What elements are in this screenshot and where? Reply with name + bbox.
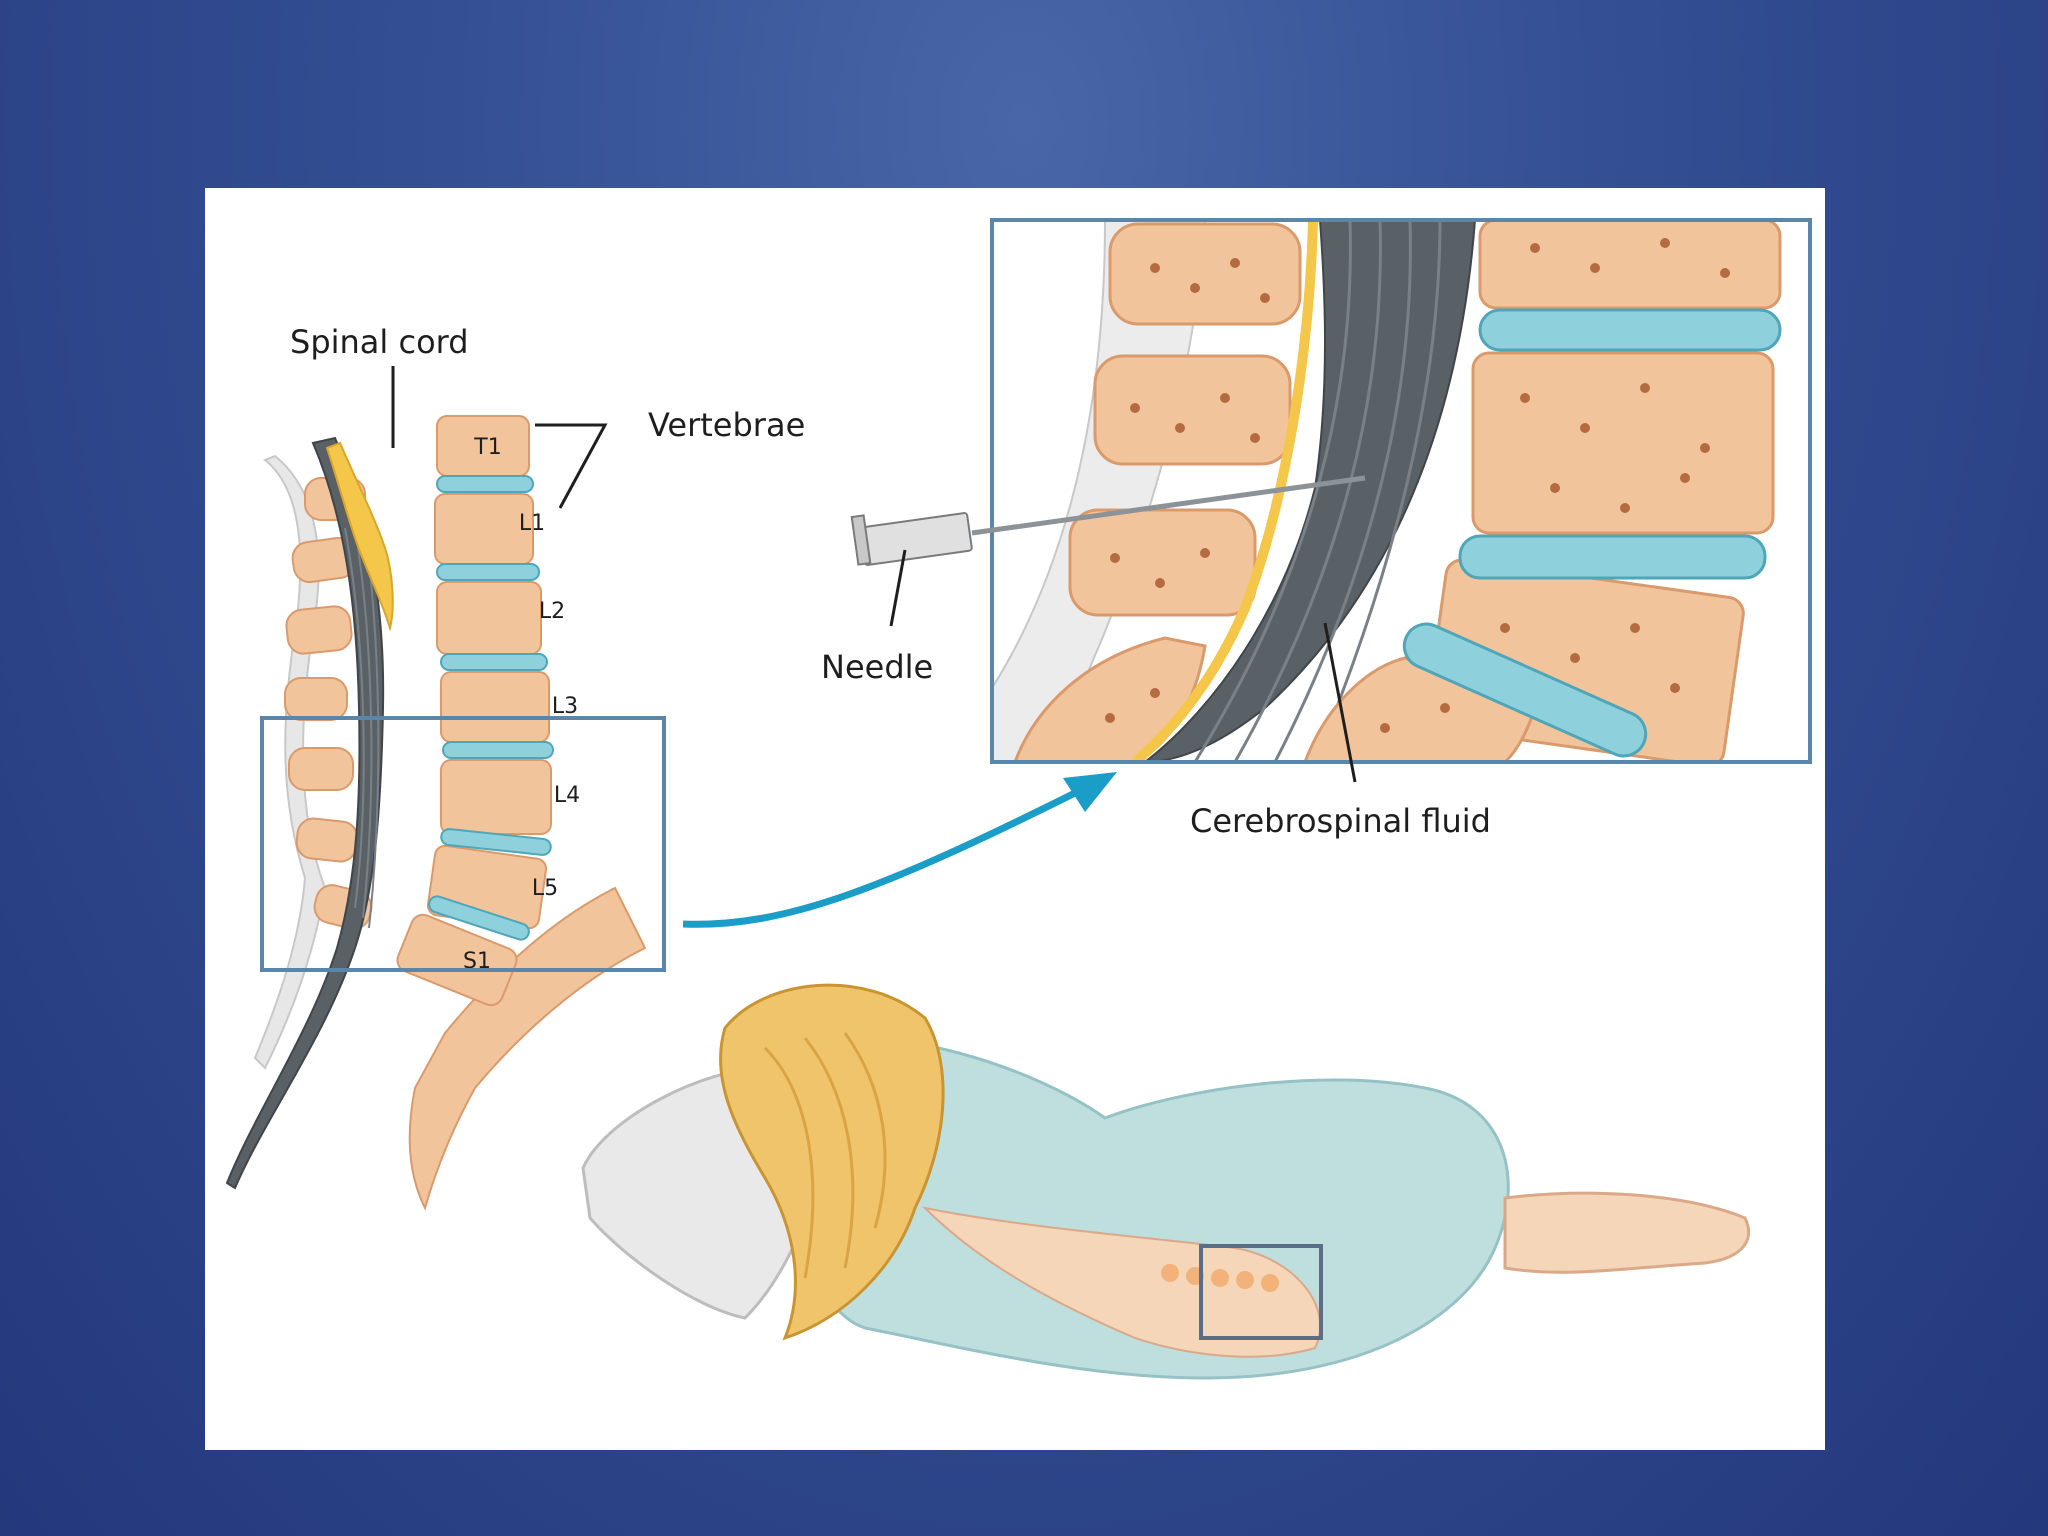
spinal-cord-label: Spinal cord	[290, 323, 469, 361]
zoom-arrow	[682, 784, 1087, 928]
vertebrae-label: Vertebrae	[648, 406, 805, 444]
zoomed-view	[850, 218, 1812, 764]
needle-shaft	[971, 475, 1366, 536]
zoom-arrow-head	[1063, 772, 1117, 812]
lumbar-highlight-box	[260, 716, 666, 972]
illustration-panel: T1 L1 L2 L3 L4 L5 S1 Spinal cord Vertebr…	[205, 188, 1825, 1450]
legs	[1503, 1191, 1751, 1274]
spinal-cord-yellow	[325, 441, 394, 632]
csf-label: Cerebrospinal fluid	[1190, 802, 1491, 840]
lumbar-puncture-diagram: T1 L1 L2 L3 L4 L5 S1 Spinal cord Vertebr…	[225, 218, 1812, 1380]
right-callouts: Needle Cerebrospinal fluid	[821, 549, 1491, 840]
zoom-frame	[990, 218, 1812, 764]
label-L1: L1	[519, 511, 545, 536]
hair	[719, 983, 945, 1341]
label-T1: T1	[473, 435, 501, 460]
label-L4: L4	[554, 783, 580, 808]
needle-hub	[859, 512, 973, 566]
gown	[796, 1037, 1510, 1380]
patient-illustration	[581, 983, 1751, 1380]
label-L3: L3	[552, 694, 578, 719]
back-highlight-box	[1199, 1244, 1323, 1340]
label-L2: L2	[539, 599, 565, 624]
spine-section: T1 L1 L2 L3 L4 L5 S1	[225, 415, 666, 1211]
label-L5: L5	[532, 876, 558, 901]
needle-label: Needle	[821, 648, 933, 686]
intervertebral-discs	[428, 475, 554, 941]
left-callouts: Spinal cord Vertebrae	[290, 323, 805, 509]
spinal-canal	[225, 436, 385, 1190]
exposed-back	[921, 1206, 1322, 1358]
